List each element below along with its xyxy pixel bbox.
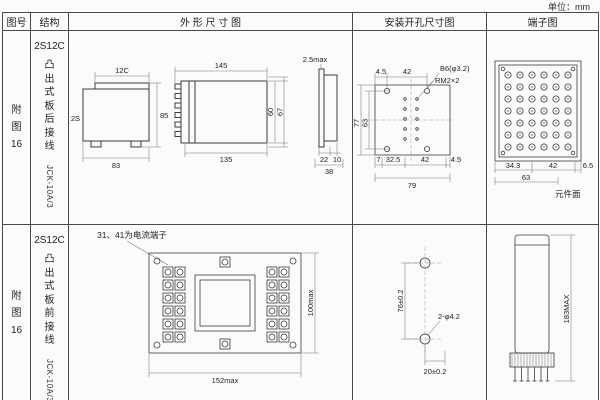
dim-77: 77 <box>353 119 361 127</box>
fig-no-label: 附 图 16 <box>10 105 23 150</box>
front-plate-shape <box>148 252 302 354</box>
dim-22: 22 <box>320 155 328 164</box>
terminal-diagram-rear: 34.3 42 6.5 63 元件面 <box>494 60 593 199</box>
dim-module-2s: 2S <box>71 114 80 123</box>
dim-83: 83 <box>112 161 120 170</box>
spec-table: 图号 结构 外 形 尺 寸 图 安装开孔尺寸图 端子图 附 图 16 2S12C… <box>2 12 599 400</box>
holes-callout: 2-φ4.2 <box>438 312 460 321</box>
mounting-cell-rear: 4.5 42 B6(φ3.2) RM2×2 77 63 7 32.5 42 4.… <box>352 30 487 225</box>
table-header-row: 图号 结构 外 形 尺 寸 图 安装开孔尺寸图 端子图 <box>2 12 599 31</box>
dim-60: 60 <box>266 108 275 116</box>
dim-85: 85 <box>160 111 168 120</box>
terminal-block-shape <box>494 60 582 162</box>
center-terminal-group <box>219 256 231 350</box>
front-view-shape <box>82 82 150 148</box>
mounting-drawing-front: 76±0.2 2-φ4.2 20±0.2 <box>396 247 460 376</box>
structure-desc: 凸出式板前接线 <box>44 254 55 346</box>
dim-42-top: 42 <box>403 67 411 76</box>
header-fig-no: 图号 <box>2 12 31 31</box>
header-outline: 外 形 尺 寸 图 <box>68 12 353 31</box>
dim-panel-thickness: 2.5max <box>303 55 328 64</box>
side-view-shape <box>174 80 268 144</box>
row-front-wiring: 附 图 16 2S12C 凸出式板前接线 JCK-10A/3 31、41为电流端… <box>2 224 599 400</box>
terminal-pins <box>513 367 550 382</box>
dimension-lines <box>82 64 344 168</box>
outline-cell-front: 31、41为电流端子 <box>68 224 353 400</box>
dim-32-5: 32.5 <box>386 155 401 164</box>
dim-79: 79 <box>408 181 416 190</box>
right-terminal-group <box>266 266 290 343</box>
left-terminal-group <box>162 266 186 343</box>
model-code: JCK-10A/3 <box>45 164 54 208</box>
centerlines <box>369 79 454 161</box>
dimension-lines <box>148 252 319 377</box>
unit-label: 单位：mm <box>548 2 590 12</box>
current-terminal-note: 31、41为电流端子 <box>97 230 167 240</box>
dim-63: 63 <box>522 173 530 182</box>
header-terminal: 端子图 <box>486 12 599 31</box>
dim-module-12c: 12C <box>115 66 129 75</box>
terminal-screws-grid <box>504 71 572 151</box>
model-label: 2S12C <box>34 235 65 246</box>
dimension-lines <box>357 72 451 182</box>
dim-145: 145 <box>215 61 228 70</box>
dimension-lines <box>494 162 582 185</box>
dim-42: 42 <box>549 161 557 170</box>
mounting-cell-front: 76±0.2 2-φ4.2 20±0.2 <box>352 224 487 400</box>
dim-152max: 152max <box>212 376 239 385</box>
model-code: JCK-10A/3 <box>45 358 54 400</box>
profile-view-shape <box>318 68 338 148</box>
header-structure: 结构 <box>30 12 69 31</box>
dimension-lines <box>550 234 575 382</box>
dim-76: 76±0.2 <box>396 290 405 313</box>
slot-callout: RM2×2 <box>435 76 459 85</box>
dim-42-bottom: 42 <box>421 155 429 164</box>
structure-cell-rear: 2S12C 凸出式板后接线 JCK-10A/3 <box>30 30 69 225</box>
dim-20: 20±0.2 <box>424 367 447 376</box>
structure-desc: 凸出式板后接线 <box>44 60 55 152</box>
mounting-holes <box>419 257 431 345</box>
relay-body-shape <box>509 234 555 368</box>
dim-183max: 183MAX <box>562 295 571 324</box>
dim-38: 38 <box>325 167 333 176</box>
model-label: 2S12C <box>34 41 65 52</box>
fig-no-label: 附 图 16 <box>10 290 23 336</box>
header-mounting: 安装开孔尺寸图 <box>352 12 487 31</box>
socket-hatching <box>511 353 552 367</box>
outline-drawing-rear: 12C 2S 85 83 145 135 60 67 2.5max 22 10 … <box>71 55 344 176</box>
dim-100max: 100max <box>306 289 315 316</box>
structure-cell-front: 2S12C 凸出式板前接线 JCK-10A/3 <box>30 224 69 400</box>
row-rear-wiring: 附 图 16 2S12C 凸出式板后接线 JCK-10A/3 <box>2 30 599 225</box>
note-leader <box>126 240 169 266</box>
outline-cell-rear: 12C 2S 85 83 145 135 60 67 2.5max 22 10 … <box>68 30 353 225</box>
terminal-cell-rear: 34.3 42 6.5 63 元件面 <box>486 30 599 225</box>
fig-no-cell-front: 附 图 16 <box>2 224 31 400</box>
cutout-shape <box>374 84 451 156</box>
mounting-drawing-rear: 4.5 42 B6(φ3.2) RM2×2 77 63 7 32.5 42 4.… <box>353 64 470 190</box>
small-holes-grid <box>403 97 419 141</box>
dim-4-5-bottom: 4.5 <box>451 155 461 164</box>
dim-6-5: 6.5 <box>583 161 593 170</box>
outline-drawing-front: 31、41为电流端子 <box>97 230 319 385</box>
dim-67: 67 <box>276 108 285 116</box>
dimension-lines <box>401 262 446 365</box>
component-face-label: 元件面 <box>555 189 581 199</box>
hole-callout: B6(φ3.2) <box>440 64 470 73</box>
dim-4-5-top: 4.5 <box>376 67 386 76</box>
fig-no-cell-rear: 附 图 16 <box>2 30 31 225</box>
dim-10: 10 <box>333 155 341 164</box>
dim-34-3: 34.3 <box>506 161 521 170</box>
terminal-side-view: 183MAX <box>509 234 575 382</box>
terminal-cell-front: 183MAX <box>486 224 599 400</box>
dim-63: 63 <box>361 119 370 127</box>
dim-7: 7 <box>376 155 380 164</box>
dim-135: 135 <box>220 155 233 164</box>
